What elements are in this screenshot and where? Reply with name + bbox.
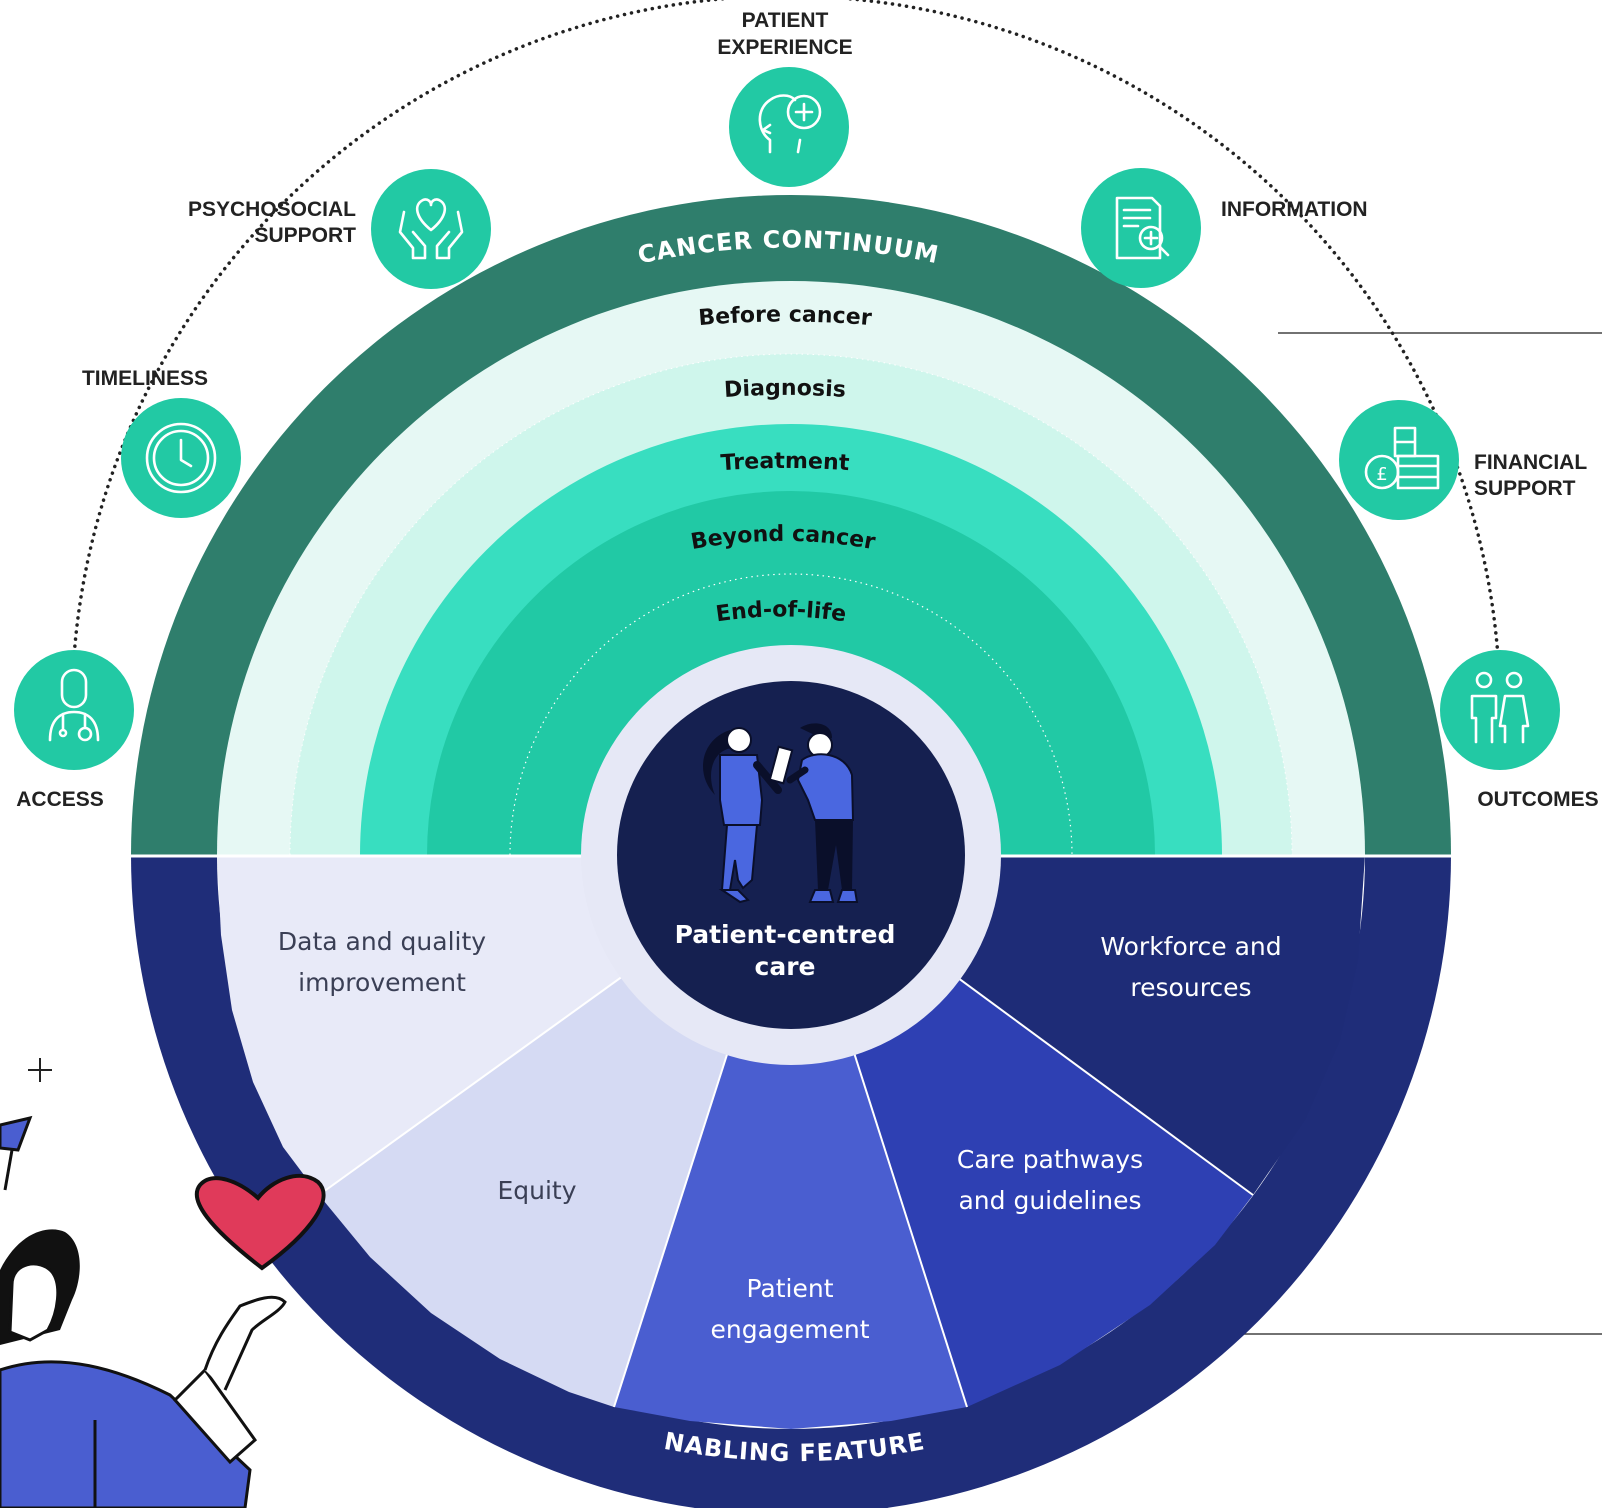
dimension-financial: £ bbox=[1339, 400, 1459, 520]
dimension-timeliness bbox=[121, 398, 241, 518]
center-label-line1: Patient-centred bbox=[675, 920, 896, 949]
label-financial-2: SUPPORT bbox=[1474, 477, 1576, 500]
segment-label-patient-engagement-2: engagement bbox=[710, 1315, 869, 1344]
hands-heart-icon bbox=[398, 198, 464, 260]
stage-end-of-life: End-of-life bbox=[714, 597, 847, 627]
segment-label-data-quality-1: Data and quality bbox=[278, 927, 486, 956]
document-search-icon bbox=[1115, 196, 1170, 260]
dimension-outcomes bbox=[1440, 650, 1560, 770]
segment-label-equity: Equity bbox=[497, 1176, 576, 1205]
segment-label-care-pathways-1: Care pathways bbox=[957, 1145, 1143, 1174]
dimension-psychosocial bbox=[371, 169, 491, 289]
label-financial-1: FINANCIAL bbox=[1474, 451, 1587, 474]
svg-text:£: £ bbox=[1376, 464, 1387, 485]
label-psychosocial-2: SUPPORT bbox=[254, 224, 356, 247]
doctor-icon bbox=[48, 668, 100, 742]
person-with-heart-illustration bbox=[0, 1058, 326, 1508]
center-label-line2: care bbox=[755, 952, 816, 981]
head-plus-icon bbox=[758, 94, 822, 154]
label-information: INFORMATION bbox=[1221, 198, 1368, 221]
label-experience-1: PATIENT bbox=[742, 9, 829, 32]
segment-label-workforce-1: Workforce and bbox=[1100, 932, 1281, 961]
segment-label-workforce-2: resources bbox=[1130, 973, 1251, 1002]
people-icon bbox=[1470, 671, 1530, 744]
segment-label-data-quality-2: improvement bbox=[298, 968, 466, 997]
segment-patient-engagement bbox=[614, 855, 967, 1429]
stage-treatment: Treatment bbox=[720, 449, 851, 476]
label-psychosocial-1: PSYCHOSOCIAL bbox=[188, 198, 356, 221]
clock-icon bbox=[145, 422, 217, 494]
label-experience-2: EXPERIENCE bbox=[717, 36, 852, 59]
patient-doctor-illustration bbox=[703, 723, 859, 904]
label-timeliness: TIMELINESS bbox=[82, 367, 208, 390]
segment-label-care-pathways-2: and guidelines bbox=[958, 1186, 1141, 1215]
coins-pound-icon: £ bbox=[1364, 426, 1440, 490]
label-access: ACCESS bbox=[16, 788, 104, 811]
stage-before-cancer: Before cancer bbox=[697, 302, 872, 331]
stage-diagnosis: Diagnosis bbox=[723, 376, 846, 403]
dimension-information bbox=[1081, 168, 1201, 288]
segment-label-patient-engagement-1: Patient bbox=[746, 1274, 833, 1303]
dimension-access bbox=[14, 650, 134, 770]
dimension-experience bbox=[729, 67, 849, 187]
label-outcomes: OUTCOMES bbox=[1477, 788, 1598, 811]
